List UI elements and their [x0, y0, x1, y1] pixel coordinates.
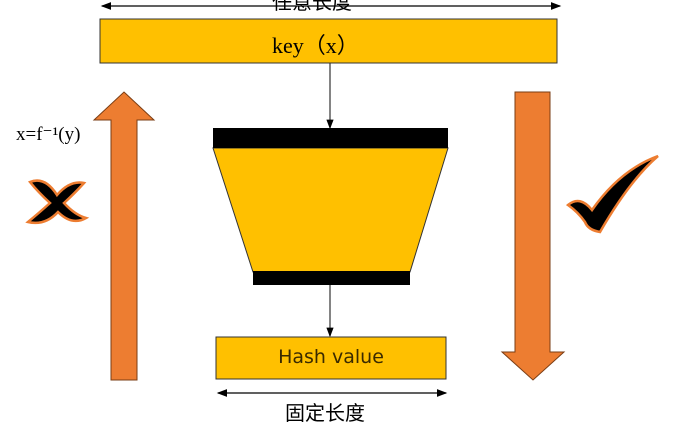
up-arrow-inverse [92, 91, 156, 381]
top-length-label: 任意长度 [272, 0, 352, 14]
funnel-bottom-bar [253, 271, 410, 285]
hash-function-funnel [212, 147, 449, 273]
key-box [99, 18, 558, 64]
hash-diagram [25, 2, 659, 397]
inverse-function-label: x=f⁻¹(y) [16, 124, 81, 145]
key-label: key（x） [272, 33, 359, 58]
funnel-top-bar [213, 128, 448, 148]
check-icon [565, 154, 659, 234]
down-arrow-forward [500, 91, 566, 381]
hash-value-label: Hash value [278, 346, 384, 368]
bottom-length-label: 固定长度 [285, 401, 365, 425]
cross-icon [25, 179, 90, 225]
hash-value-box [215, 336, 447, 380]
